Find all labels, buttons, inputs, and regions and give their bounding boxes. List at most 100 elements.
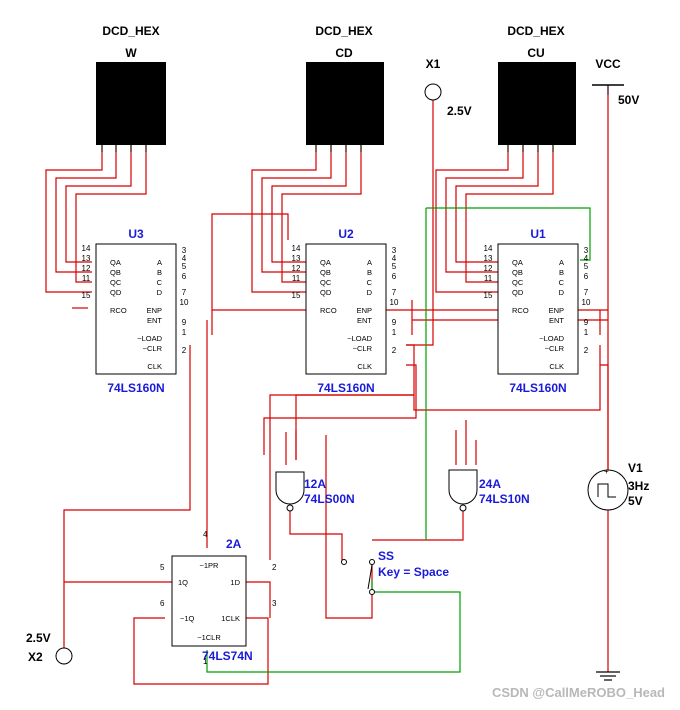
- counter-u3-ref: U3: [128, 227, 144, 241]
- chip-pin-right-label: ENT: [357, 316, 372, 325]
- chip-pin-right-number: 9: [392, 318, 397, 327]
- gate-12a-part: 74LS00N: [304, 492, 355, 506]
- display-cu-name: CU: [527, 46, 544, 60]
- counter-u2: U2 74LS160N QA14QB13QC12QD11RCO15A3B4C5D…: [292, 227, 399, 395]
- display-cd-type: DCD_HEX: [315, 24, 372, 38]
- chip-pin-right-number: 10: [180, 298, 189, 307]
- display-cd: DCD_HEX CD: [306, 24, 384, 152]
- chip-pin-right-number: 4: [182, 254, 187, 263]
- ff-num-clr: 1: [203, 657, 208, 666]
- ff-num-pr: 4: [203, 530, 208, 539]
- chip-pin-right-label: ~LOAD: [137, 334, 162, 343]
- chip-pin-left-label: QD: [320, 288, 332, 297]
- vcc-voltage: 50V: [618, 93, 639, 107]
- chip-pin-left-label: QB: [110, 268, 121, 277]
- ff-num-d: 2: [272, 563, 277, 572]
- display-w-name: W: [125, 46, 137, 60]
- chip-pin-right-number: 4: [392, 254, 397, 263]
- display-cd-name: CD: [335, 46, 353, 60]
- chip-pin-right-number: 2: [392, 346, 397, 355]
- chip-pin-right-label: B: [559, 268, 564, 277]
- chip-pin-right-number: 7: [392, 288, 397, 297]
- chip-pin-right-number: 1: [182, 328, 187, 337]
- red-wires: [45, 85, 609, 685]
- chip-pin-right-number: 7: [584, 288, 589, 297]
- chip-pin-left-label: QB: [512, 268, 523, 277]
- counter-u3: U3 74LS160N QA14QB13QC12QD11RCO15A3B4C5D…: [82, 227, 189, 395]
- probe-x2: 2.5V X2: [26, 631, 73, 665]
- chip-pin-left-number: 14: [292, 244, 301, 253]
- probe-x2-voltage: 2.5V: [26, 631, 51, 645]
- chip-pin-left-label: QD: [110, 288, 122, 297]
- display-cu-type: DCD_HEX: [507, 24, 564, 38]
- chip-pin-left-number: 11: [82, 274, 91, 283]
- chip-pin-right-number: 1: [584, 328, 589, 337]
- gate-24a-part: 74LS10N: [479, 492, 530, 506]
- chip-pin-left-number: 13: [484, 254, 493, 263]
- chip-pin-right-label: C: [559, 278, 565, 287]
- counter-u1: U1 74LS160N QA14QB13QC12QD11RCO15A3B4C5D…: [484, 227, 591, 395]
- chip-pin-right-number: 3: [584, 246, 589, 255]
- nand-gate-12a: 12A 74LS00N: [275, 471, 355, 512]
- gate-24a-ref: 24A: [479, 477, 501, 491]
- chip-pin-right-label: D: [157, 288, 163, 297]
- display-cu: DCD_HEX CU: [498, 24, 576, 152]
- ff-part: 74LS74N: [202, 649, 253, 663]
- counter-u3-part: 74LS160N: [107, 381, 164, 395]
- ff-num-clk: 3: [272, 599, 277, 608]
- chip-pin-right-number: 3: [182, 246, 187, 255]
- chip-pin-left-number: 11: [292, 274, 301, 283]
- chip-pin-left-label: QC: [110, 278, 122, 287]
- chip-pin-right-label: A: [559, 258, 564, 267]
- chip-pin-left-label: QB: [320, 268, 331, 277]
- chip-pin-right-number: 10: [582, 298, 591, 307]
- probe-x2-name: X2: [28, 650, 43, 664]
- probe-x1-name: X1: [426, 57, 441, 71]
- ff-num-nq: 6: [160, 599, 165, 608]
- chip-pin-right-number: 3: [392, 246, 397, 255]
- chip-pin-left-label: QA: [110, 258, 121, 267]
- chip-pin-right-label: ENP: [357, 306, 372, 315]
- chip-pin-right-number: 6: [182, 272, 187, 281]
- display-w: DCD_HEX W: [96, 24, 166, 152]
- chip-pin-right-label: B: [157, 268, 162, 277]
- chip-pin-right-label: C: [367, 278, 373, 287]
- probe-x1: X1 2.5V: [424, 57, 472, 118]
- chip-pin-right-label: CLK: [549, 362, 564, 371]
- source-v1: + V1 3Hz 5V: [587, 461, 649, 511]
- ff-pin-d: 1D: [230, 578, 240, 587]
- chip-pin-right-number: 4: [584, 254, 589, 263]
- chip-pin-right-number: 5: [584, 262, 589, 271]
- switch-ss-name: SS: [378, 549, 394, 563]
- chip-pin-right-label: A: [367, 258, 372, 267]
- chip-pin-right-label: A: [157, 258, 162, 267]
- source-v1-freq: 3Hz: [628, 479, 649, 493]
- chip-pin-right-label: D: [559, 288, 565, 297]
- chip-pin-right-number: 5: [182, 262, 187, 271]
- counter-u2-part: 74LS160N: [317, 381, 374, 395]
- gate-12a-ref: 12A: [304, 477, 326, 491]
- ff-pin-pr: ~1PR: [200, 561, 220, 570]
- chip-pin-left-number: 11: [484, 274, 493, 283]
- flipflop-2a: 2A 74LS74N ~1PR 1Q 1D ~1Q 1CLK ~1CLR 4 5…: [160, 530, 277, 666]
- chip-pin-right-label: CLK: [147, 362, 162, 371]
- chip-pin-left-number: 12: [484, 264, 493, 273]
- chip-pin-left-number: 13: [82, 254, 91, 263]
- chip-pin-left-label: QC: [512, 278, 524, 287]
- chip-pin-right-label: ENT: [549, 316, 564, 325]
- chip-pin-right-label: ~LOAD: [347, 334, 372, 343]
- ff-pin-clk: 1CLK: [221, 614, 240, 623]
- chip-pin-left-label: QC: [320, 278, 332, 287]
- chip-pin-left-label: RCO: [512, 306, 529, 315]
- chip-pin-left-label: QA: [512, 258, 523, 267]
- display-w-type: DCD_HEX: [102, 24, 159, 38]
- chip-pin-right-label: C: [157, 278, 163, 287]
- vcc-name: VCC: [595, 57, 621, 71]
- chip-pin-right-label: B: [367, 268, 372, 277]
- chip-pin-right-number: 1: [392, 328, 397, 337]
- chip-pin-left-number: 15: [292, 291, 301, 300]
- vcc-supply: VCC 50V: [592, 57, 639, 107]
- chip-pin-left-number: 15: [484, 291, 493, 300]
